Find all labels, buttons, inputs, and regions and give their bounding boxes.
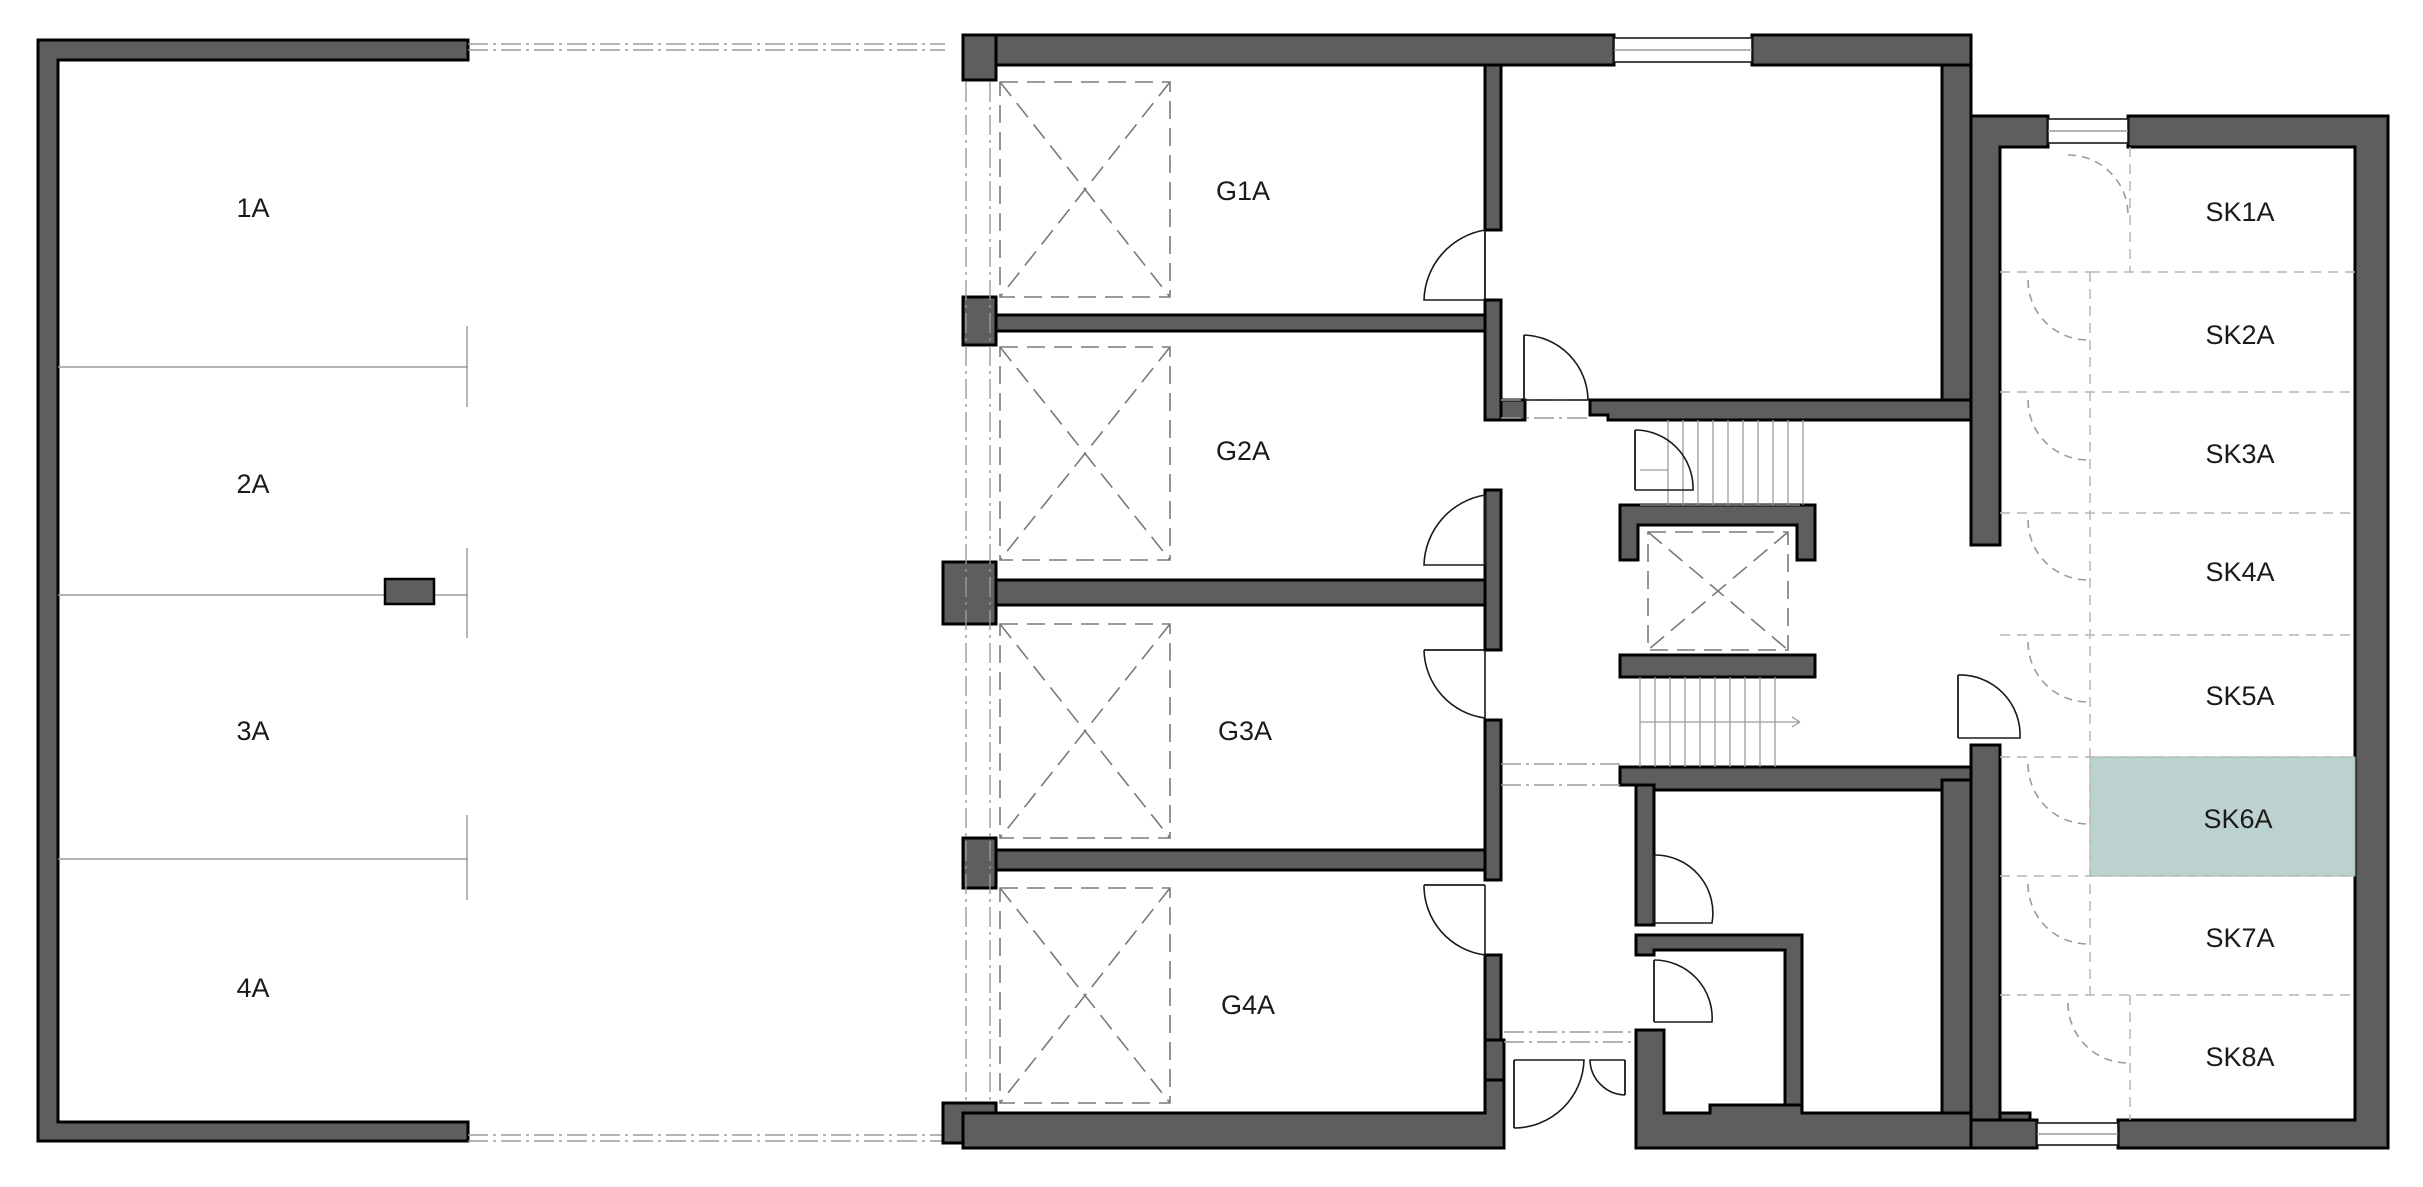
room-right-wall — [1940, 63, 1973, 417]
small-room-left-wall — [1634, 783, 1656, 927]
door-entrance-left — [1513, 1059, 1585, 1129]
label-garage-g1a[interactable]: G1A — [1216, 176, 1270, 206]
garage-divider-1 — [994, 313, 1503, 333]
building-walls — [941, 33, 2390, 1150]
storage-door-1 — [2067, 154, 2129, 216]
storage-highlight-sk6a[interactable] — [2089, 756, 2356, 877]
door-storage-corridor — [1957, 674, 2021, 739]
garage-right-wall-4 — [1483, 718, 1503, 882]
corridor-top-stub — [1499, 398, 1527, 422]
storage-door-7 — [2027, 883, 2089, 945]
stair-top-wall — [1588, 398, 1973, 422]
car-mark-g1-diag-2 — [999, 81, 1171, 298]
garage-divider-3 — [994, 848, 1503, 872]
label-parking-3a[interactable]: 3A — [236, 716, 269, 746]
door-top-room — [1523, 334, 1589, 401]
stair-arrow-1 — [1791, 716, 1801, 723]
wall-stub-top-left — [961, 33, 998, 82]
unit-labels: 1A 2A 3A 4A G1A G2A G3A G4A SK1A SK2A SK… — [236, 176, 2274, 1072]
door-g3 — [1423, 649, 1486, 719]
garage-car-marks — [965, 81, 1171, 1104]
storage-outer-wall — [1969, 114, 2050, 547]
corridor-openings — [1501, 399, 1636, 1043]
stairs — [1639, 420, 1804, 767]
door-g1 — [1423, 229, 1486, 301]
storage-door-4 — [2027, 519, 2089, 581]
label-parking-1a[interactable]: 1A — [236, 193, 269, 223]
car-mark-g3-diag-2 — [999, 623, 1171, 839]
storage-bottom-left — [1969, 1118, 2039, 1150]
label-garage-g4a[interactable]: G4A — [1221, 990, 1275, 1020]
corridor-left-wall — [1483, 1038, 1506, 1082]
elevator — [1647, 531, 1789, 651]
garage-right-wall-5 — [1483, 953, 1503, 1042]
storage-door-6 — [2027, 763, 2089, 825]
small-room-divider — [1634, 933, 1804, 1115]
garage-right-wall-1 — [1483, 63, 1503, 232]
label-parking-4a[interactable]: 4A — [236, 973, 269, 1003]
stair-arrow-2 — [1791, 721, 1801, 728]
storage-door-2 — [2027, 279, 2089, 341]
garage-right-wall-3 — [1483, 488, 1503, 652]
garage-right-wall-2 — [1483, 298, 1503, 422]
parking-outer-wall — [36, 38, 470, 1143]
storage-door-5 — [2027, 641, 2089, 703]
wall-stub-g3 — [961, 836, 998, 890]
label-parking-2a[interactable]: 2A — [236, 469, 269, 499]
door-g2 — [1423, 494, 1486, 566]
label-storage-sk5a[interactable]: SK5A — [2205, 681, 2274, 711]
small-room-right-wall — [1940, 778, 1973, 1147]
storage-door-3 — [2027, 399, 2089, 461]
label-storage-sk7a[interactable]: SK7A — [2205, 923, 2274, 953]
elevator-car — [1647, 531, 1789, 651]
bottom-wall-small-rooms — [1634, 1028, 2032, 1150]
door-small-room-2 — [1653, 959, 1713, 1023]
door-entrance-right — [1589, 1059, 1626, 1096]
car-mark-g2-diag-2 — [999, 346, 1171, 561]
label-storage-sk3a[interactable]: SK3A — [2205, 439, 2274, 469]
wall-stub-g1 — [961, 295, 998, 347]
label-garage-g2a[interactable]: G2A — [1216, 436, 1270, 466]
car-mark-g3 — [999, 623, 1171, 839]
stair-bottom-wall — [1618, 765, 1973, 792]
door-stair — [1634, 429, 1694, 491]
car-mark-g4 — [999, 887, 1171, 1104]
label-storage-sk8a[interactable]: SK8A — [2205, 1042, 2274, 1072]
car-mark-g2 — [999, 346, 1171, 561]
garage-divider-2 — [994, 578, 1503, 607]
top-wall-right — [1750, 33, 1973, 118]
label-storage-sk1a[interactable]: SK1A — [2205, 197, 2274, 227]
wall-stub-g2 — [941, 560, 998, 626]
label-storage-sk6a[interactable]: SK6A — [2203, 804, 2272, 834]
label-storage-sk4a[interactable]: SK4A — [2205, 557, 2274, 587]
storage-door-8 — [2067, 1002, 2129, 1064]
car-mark-g4-diag-2 — [999, 887, 1171, 1104]
storage-right-wall — [2116, 114, 2390, 1150]
elevator-diag-2 — [1647, 531, 1789, 651]
storage-cells — [2000, 147, 2356, 1120]
bottom-wall-garage — [961, 1038, 1506, 1150]
storage-left-wall-lower — [1969, 743, 2002, 1150]
parking-column — [383, 577, 436, 606]
car-mark-g1 — [999, 81, 1171, 298]
door-g4 — [1423, 884, 1486, 956]
parking-area — [36, 38, 945, 1143]
elevator-shaft-bottom — [1618, 653, 1817, 679]
label-garage-g3a[interactable]: G3A — [1218, 716, 1272, 746]
top-wall — [961, 33, 1616, 67]
elevator-shaft-top — [1618, 503, 1817, 562]
windows — [1613, 37, 2129, 1146]
label-storage-sk2a[interactable]: SK2A — [2205, 320, 2274, 350]
doors — [1423, 229, 2021, 1129]
door-small-room-1 — [1653, 854, 1714, 924]
